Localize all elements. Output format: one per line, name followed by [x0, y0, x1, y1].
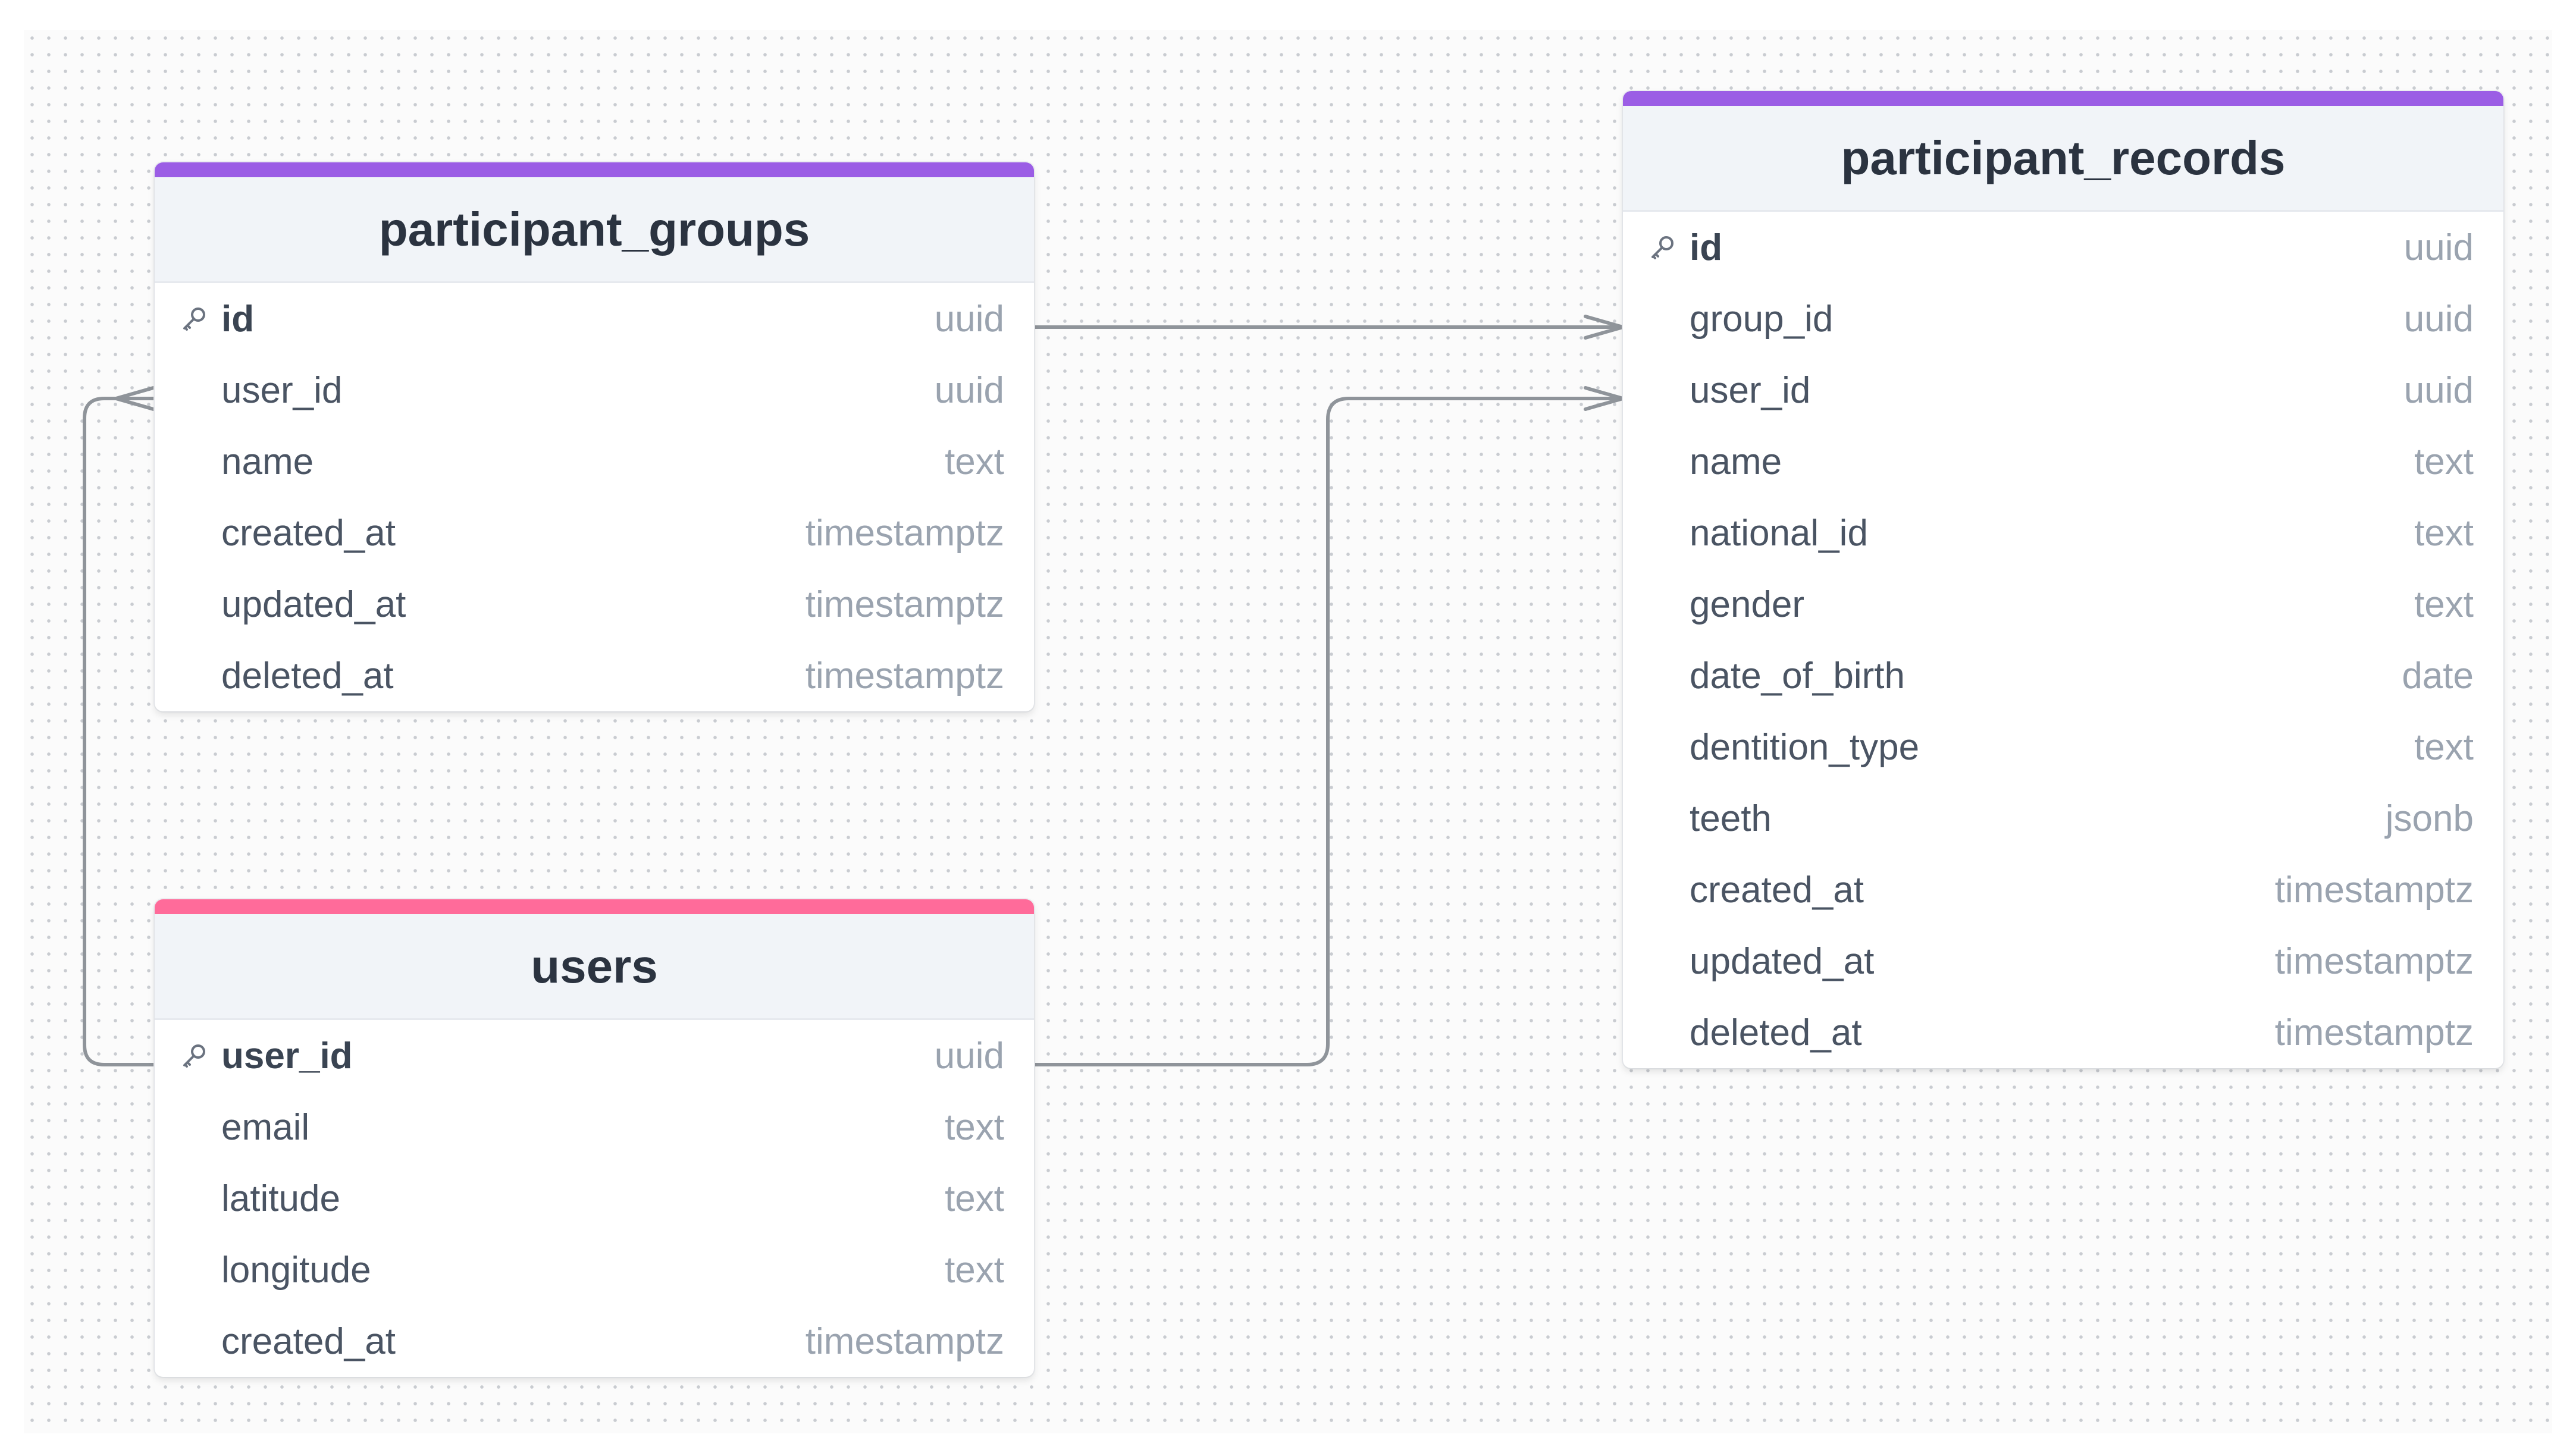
table-row[interactable]: updated_at timestamptz	[1623, 925, 2503, 997]
key-icon	[183, 1044, 205, 1068]
column-type: uuid	[934, 369, 1004, 411]
column-name: name	[221, 441, 314, 482]
column-type: uuid	[2403, 298, 2474, 340]
table-row[interactable]: user_id uuid	[1623, 354, 2503, 426]
column-type: jsonb	[2385, 798, 2474, 839]
column-type: timestamptz	[2274, 940, 2474, 982]
table-row[interactable]: longitude text	[155, 1234, 1034, 1306]
table-row[interactable]: national_id text	[1623, 497, 2503, 569]
table-row[interactable]: gender text	[1623, 569, 2503, 640]
table-participant-groups[interactable]: participant_groups id uuid user_id uuid name…	[155, 162, 1034, 711]
column-type: uuid	[2403, 369, 2474, 411]
column-name: group_id	[1690, 298, 1834, 340]
table-row[interactable]: name text	[1623, 426, 2503, 497]
column-name: user_id	[1690, 369, 1811, 411]
table-row[interactable]: teeth jsonb	[1623, 783, 2503, 854]
column-name: user_id	[221, 369, 343, 411]
column-type: date	[2402, 655, 2474, 696]
table-title: participant_groups	[155, 177, 1034, 283]
column-type: timestamptz	[805, 512, 1004, 554]
table-accent-bar	[155, 162, 1034, 177]
column-name: deleted_at	[1690, 1012, 1862, 1053]
column-name: date_of_birth	[1690, 655, 1905, 696]
column-name: dentition_type	[1690, 726, 1920, 768]
column-type: uuid	[934, 1035, 1004, 1077]
table-row[interactable]: user_id uuid	[155, 354, 1034, 426]
column-type: uuid	[2403, 227, 2474, 268]
key-icon	[1651, 236, 1673, 259]
column-name: id	[1690, 227, 1723, 268]
column-name: created_at	[221, 1320, 396, 1362]
column-type: text	[2414, 441, 2474, 482]
table-row[interactable]: name text	[155, 426, 1034, 497]
column-type: timestamptz	[805, 655, 1004, 696]
table-title: users	[155, 914, 1034, 1020]
column-name: id	[221, 298, 255, 340]
table-row[interactable]: id uuid	[155, 283, 1034, 354]
column-type: uuid	[934, 298, 1004, 340]
column-type: text	[945, 1249, 1004, 1291]
table-row[interactable]: deleted_at timestamptz	[155, 640, 1034, 711]
table-row[interactable]: id uuid	[1623, 212, 2503, 283]
column-type: timestamptz	[2274, 1012, 2474, 1053]
column-type: text	[945, 441, 1004, 482]
table-row[interactable]: email text	[155, 1091, 1034, 1163]
table-row[interactable]: updated_at timestamptz	[155, 569, 1034, 640]
column-type: timestamptz	[805, 583, 1004, 625]
column-type: text	[945, 1178, 1004, 1219]
column-name: user_id	[221, 1035, 353, 1077]
column-name: updated_at	[221, 583, 406, 625]
table-row[interactable]: deleted_at timestamptz	[1623, 997, 2503, 1068]
column-type: timestamptz	[2274, 869, 2474, 911]
column-name: longitude	[221, 1249, 371, 1291]
column-name: latitude	[221, 1178, 340, 1219]
table-title: participant_records	[1623, 106, 2503, 212]
table-row[interactable]: user_id uuid	[155, 1020, 1034, 1091]
table-row[interactable]: latitude text	[155, 1163, 1034, 1234]
column-type: timestamptz	[805, 1320, 1004, 1362]
column-name: email	[221, 1106, 310, 1148]
column-name: name	[1690, 441, 1782, 482]
table-row[interactable]: created_at timestamptz	[1623, 854, 2503, 925]
column-type: text	[2414, 726, 2474, 768]
column-name: national_id	[1690, 512, 1868, 554]
column-type: text	[945, 1106, 1004, 1148]
table-row[interactable]: dentition_type text	[1623, 711, 2503, 783]
column-name: teeth	[1690, 798, 1772, 839]
key-icon	[183, 307, 205, 331]
table-accent-bar	[1623, 91, 2503, 106]
table-row[interactable]: group_id uuid	[1623, 283, 2503, 354]
column-name: deleted_at	[221, 655, 394, 696]
column-type: text	[2414, 512, 2474, 554]
column-type: text	[2414, 583, 2474, 625]
table-row[interactable]: created_at timestamptz	[155, 497, 1034, 569]
table-row[interactable]: created_at timestamptz	[155, 1306, 1034, 1377]
column-name: updated_at	[1690, 940, 1875, 982]
table-accent-bar	[155, 899, 1034, 914]
table-row[interactable]: date_of_birth date	[1623, 640, 2503, 711]
column-name: gender	[1690, 583, 1805, 625]
column-name: created_at	[221, 512, 396, 554]
column-name: created_at	[1690, 869, 1864, 911]
